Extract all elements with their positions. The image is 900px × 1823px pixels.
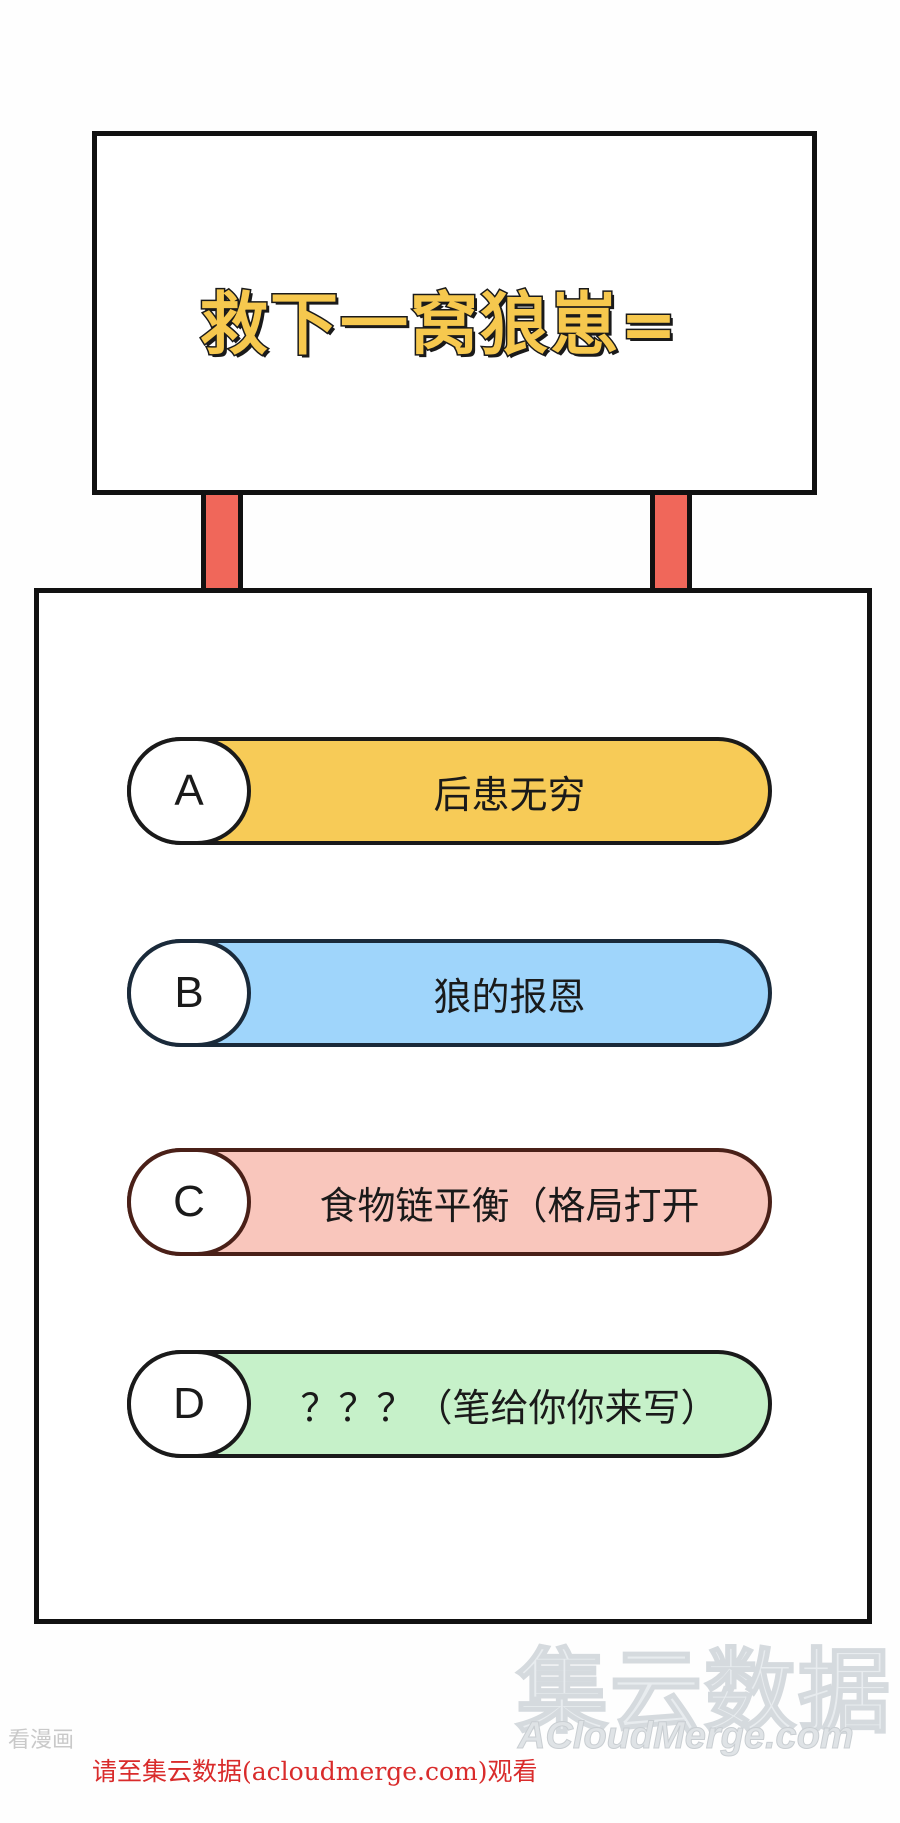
option-c[interactable]: C 食物链平衡（格局打开 [127,1148,772,1256]
option-d[interactable]: D ？？？（笔给你你来写） [127,1350,772,1458]
watermark-en: ACloudMerge.com [518,1715,855,1758]
title-sign: 救下一窝狼崽= [92,131,817,495]
sign-post-left [201,495,243,591]
footer-note: 请至集云数据(acloudmerge.com)观看 [92,1757,538,1786]
sign-title: 救下一窝狼崽= [199,284,679,366]
option-b-letter: B [127,939,251,1047]
option-a[interactable]: A 后患无穷 [127,737,772,845]
option-c-text: 食物链平衡（格局打开 [319,1183,700,1228]
sign-post-right [650,495,692,591]
option-a-letter: A [127,737,251,845]
option-b[interactable]: B 狼的报恩 [127,939,772,1047]
source-small: 看漫画 [8,1728,75,1753]
option-a-text: 后患无穷 [433,772,586,817]
option-c-letter: C [127,1148,251,1256]
option-d-text: ？？？（笔给你你来写） [300,1385,719,1430]
option-d-letter: D [127,1350,251,1458]
option-b-text: 狼的报恩 [433,974,586,1019]
watermark-cn: 集云数据 [515,1638,893,1747]
